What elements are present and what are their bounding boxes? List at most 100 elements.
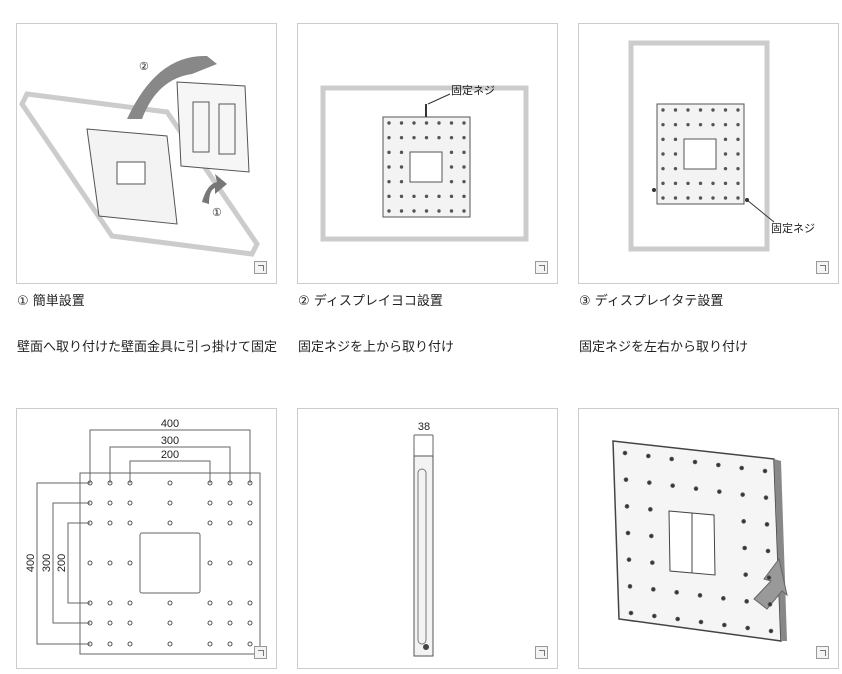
mounting-hole <box>207 641 213 647</box>
mounting-hole <box>651 587 656 592</box>
caption-easy-install: ① 簡単設置 <box>17 294 85 309</box>
mounting-hole <box>736 166 740 171</box>
mounting-hole <box>723 108 728 112</box>
svg-text:400: 400 <box>161 418 179 430</box>
mounting-hole <box>412 194 416 199</box>
mounting-hole <box>766 575 772 580</box>
mounting-hole <box>744 599 749 604</box>
mounting-hole <box>412 209 416 213</box>
mounting-hole <box>762 468 768 474</box>
horizontal-install-illustration: 固定ネジ <box>320 83 529 242</box>
mounting-hole <box>624 504 630 509</box>
mounting-hole <box>449 209 454 213</box>
mounting-hole <box>462 135 466 140</box>
mounting-hole <box>247 520 253 526</box>
expand-icon[interactable] <box>816 646 829 659</box>
mounting-hole <box>207 500 213 506</box>
mounting-hole <box>449 150 454 155</box>
mounting-hole <box>698 619 704 625</box>
mounting-hole <box>698 181 703 186</box>
mounting-hole <box>437 209 441 213</box>
mounting-hole <box>711 122 715 127</box>
mounting-hole <box>462 150 466 155</box>
mounting-hole <box>227 600 233 606</box>
mounting-hole <box>387 179 391 184</box>
mounting-hole <box>736 196 740 200</box>
mounting-hole <box>723 181 728 186</box>
mounting-hole <box>87 520 93 526</box>
mounting-hole <box>127 641 133 647</box>
mounting-hole <box>462 179 466 184</box>
mounting-hole <box>449 165 454 169</box>
caption-horizontal-install: ② ディスプレイヨコ設置 <box>298 294 443 309</box>
mounting-hole <box>661 108 665 112</box>
description-horizontal-install: 固定ネジを上から取り付け <box>298 340 455 355</box>
mounting-hole <box>627 584 633 589</box>
mounting-hole <box>711 196 715 200</box>
mounting-hole <box>87 620 93 626</box>
mounting-hole <box>387 209 391 213</box>
mounting-hole <box>387 150 391 155</box>
mounting-hole <box>675 616 680 622</box>
svg-text:300: 300 <box>161 435 179 447</box>
mounting-hole <box>424 135 429 140</box>
mounting-hole <box>247 600 253 606</box>
mounting-hole <box>625 530 631 536</box>
mounting-hole <box>741 519 746 524</box>
mounting-hole <box>167 600 173 606</box>
mounting-hole <box>207 560 213 566</box>
mounting-hole <box>647 480 652 485</box>
mounting-hole <box>661 122 665 127</box>
mounting-hole <box>227 480 233 486</box>
mounting-hole <box>673 152 678 156</box>
mounting-hole <box>661 137 665 142</box>
mounting-hole <box>227 641 233 647</box>
image-dimensions[interactable]: 400 300 200 400 300 200 <box>16 408 277 669</box>
mounting-hole <box>686 122 690 127</box>
caption-vertical-install: ③ ディスプレイタテ設置 <box>579 294 724 309</box>
mounting-hole <box>167 641 173 647</box>
image-easy-install[interactable]: ② ① <box>16 23 277 284</box>
expand-icon[interactable] <box>535 261 548 274</box>
expand-icon[interactable] <box>254 261 267 274</box>
mounting-hole <box>399 150 404 155</box>
mounting-hole <box>399 121 404 125</box>
mounting-hole <box>167 520 173 526</box>
mounting-hole <box>227 620 233 626</box>
mounting-hole <box>674 590 679 595</box>
mounting-hole <box>399 165 404 169</box>
mounting-hole <box>167 500 173 506</box>
mounting-hole <box>736 181 740 186</box>
mounting-hole <box>247 500 253 506</box>
expand-icon[interactable] <box>535 646 548 659</box>
image-plate-perspective[interactable] <box>578 408 839 669</box>
mounting-hole <box>87 560 93 566</box>
mounting-hole <box>693 486 699 491</box>
mounting-hole <box>387 194 391 199</box>
expand-icon[interactable] <box>816 261 829 274</box>
mounting-hole <box>717 489 722 494</box>
mounting-hole <box>745 625 750 631</box>
mounting-hole <box>686 181 690 186</box>
expand-icon[interactable] <box>254 646 267 659</box>
mounting-hole <box>424 209 429 213</box>
mounting-hole <box>686 108 690 112</box>
mounting-hole <box>207 600 213 606</box>
mounting-hole <box>437 121 441 125</box>
mounting-hole <box>227 500 233 506</box>
mounting-hole <box>646 453 651 459</box>
image-horizontal-install[interactable]: 固定ネジ <box>297 23 558 284</box>
easy-install-illustration: ② ① <box>19 55 260 257</box>
mounting-hole <box>87 500 93 506</box>
mounting-hole <box>723 122 728 127</box>
mounting-hole <box>767 602 773 607</box>
mounting-hole <box>449 121 454 125</box>
mounting-hole <box>698 196 703 200</box>
mounting-hole <box>462 121 466 125</box>
image-profile[interactable]: 38 <box>297 408 558 669</box>
image-vertical-install[interactable]: 固定ネジ <box>578 23 839 284</box>
mounting-hole <box>107 560 113 566</box>
svg-text:固定ネジ: 固定ネジ <box>771 221 815 235</box>
mounting-hole <box>764 522 770 527</box>
mounting-hole <box>127 520 133 526</box>
